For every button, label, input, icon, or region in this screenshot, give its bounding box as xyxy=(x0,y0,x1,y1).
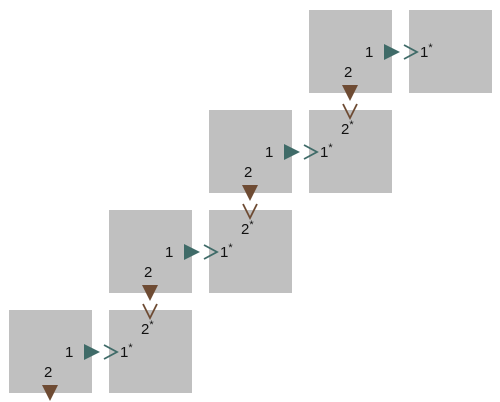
block-b7[interactable] xyxy=(309,10,392,93)
port-label-b2-in1: 1* xyxy=(120,342,133,361)
port-label-b8-in1: 1* xyxy=(420,42,433,61)
down-triangle-icon[interactable] xyxy=(342,85,358,101)
down-triangle-icon[interactable] xyxy=(242,185,258,201)
port-label-b7-out1: 1 xyxy=(365,44,373,61)
port-label-b4-in1: 1* xyxy=(220,242,233,261)
down-triangle-icon[interactable] xyxy=(42,385,58,401)
port-label-b5-out1: 1 xyxy=(265,144,273,161)
right-triangle-icon[interactable] xyxy=(184,244,200,260)
down-chevron-icon[interactable] xyxy=(342,103,358,121)
right-triangle-icon[interactable] xyxy=(284,144,300,160)
port-label-b5-out2: 2 xyxy=(244,164,252,181)
port-label-b3-out1: 1 xyxy=(165,244,173,261)
blocks-layer xyxy=(9,10,492,393)
port-label-b1-out1: 1 xyxy=(65,344,73,361)
down-triangle-icon[interactable] xyxy=(142,285,158,301)
port-label-b6-in2: 2* xyxy=(341,119,354,138)
block-b5[interactable] xyxy=(209,110,292,193)
port-label-b7-out2: 2 xyxy=(344,64,352,81)
port-label-b3-out2: 2 xyxy=(144,264,152,281)
block-b3[interactable] xyxy=(109,210,192,293)
port-label-b1-out2: 2 xyxy=(44,364,52,381)
right-chevron-icon[interactable] xyxy=(403,44,419,60)
block-b1[interactable] xyxy=(9,310,92,393)
down-chevron-icon[interactable] xyxy=(242,203,258,221)
right-chevron-icon[interactable] xyxy=(203,244,219,260)
right-chevron-icon[interactable] xyxy=(103,344,119,360)
right-triangle-icon[interactable] xyxy=(384,44,400,60)
block-b6[interactable] xyxy=(309,110,392,193)
labels-layer: 121*2*121*2*121*2*121* xyxy=(44,42,433,381)
down-chevron-icon[interactable] xyxy=(142,303,158,321)
block-b4[interactable] xyxy=(209,210,292,293)
block-b2[interactable] xyxy=(109,310,192,393)
port-label-b2-in2: 2* xyxy=(141,319,154,338)
right-triangle-icon[interactable] xyxy=(84,344,100,360)
ports-layer xyxy=(42,44,419,401)
right-chevron-icon[interactable] xyxy=(303,144,319,160)
port-label-b4-in2: 2* xyxy=(241,219,254,238)
block-b8[interactable] xyxy=(409,10,492,93)
port-label-b6-in1: 1* xyxy=(320,142,333,161)
